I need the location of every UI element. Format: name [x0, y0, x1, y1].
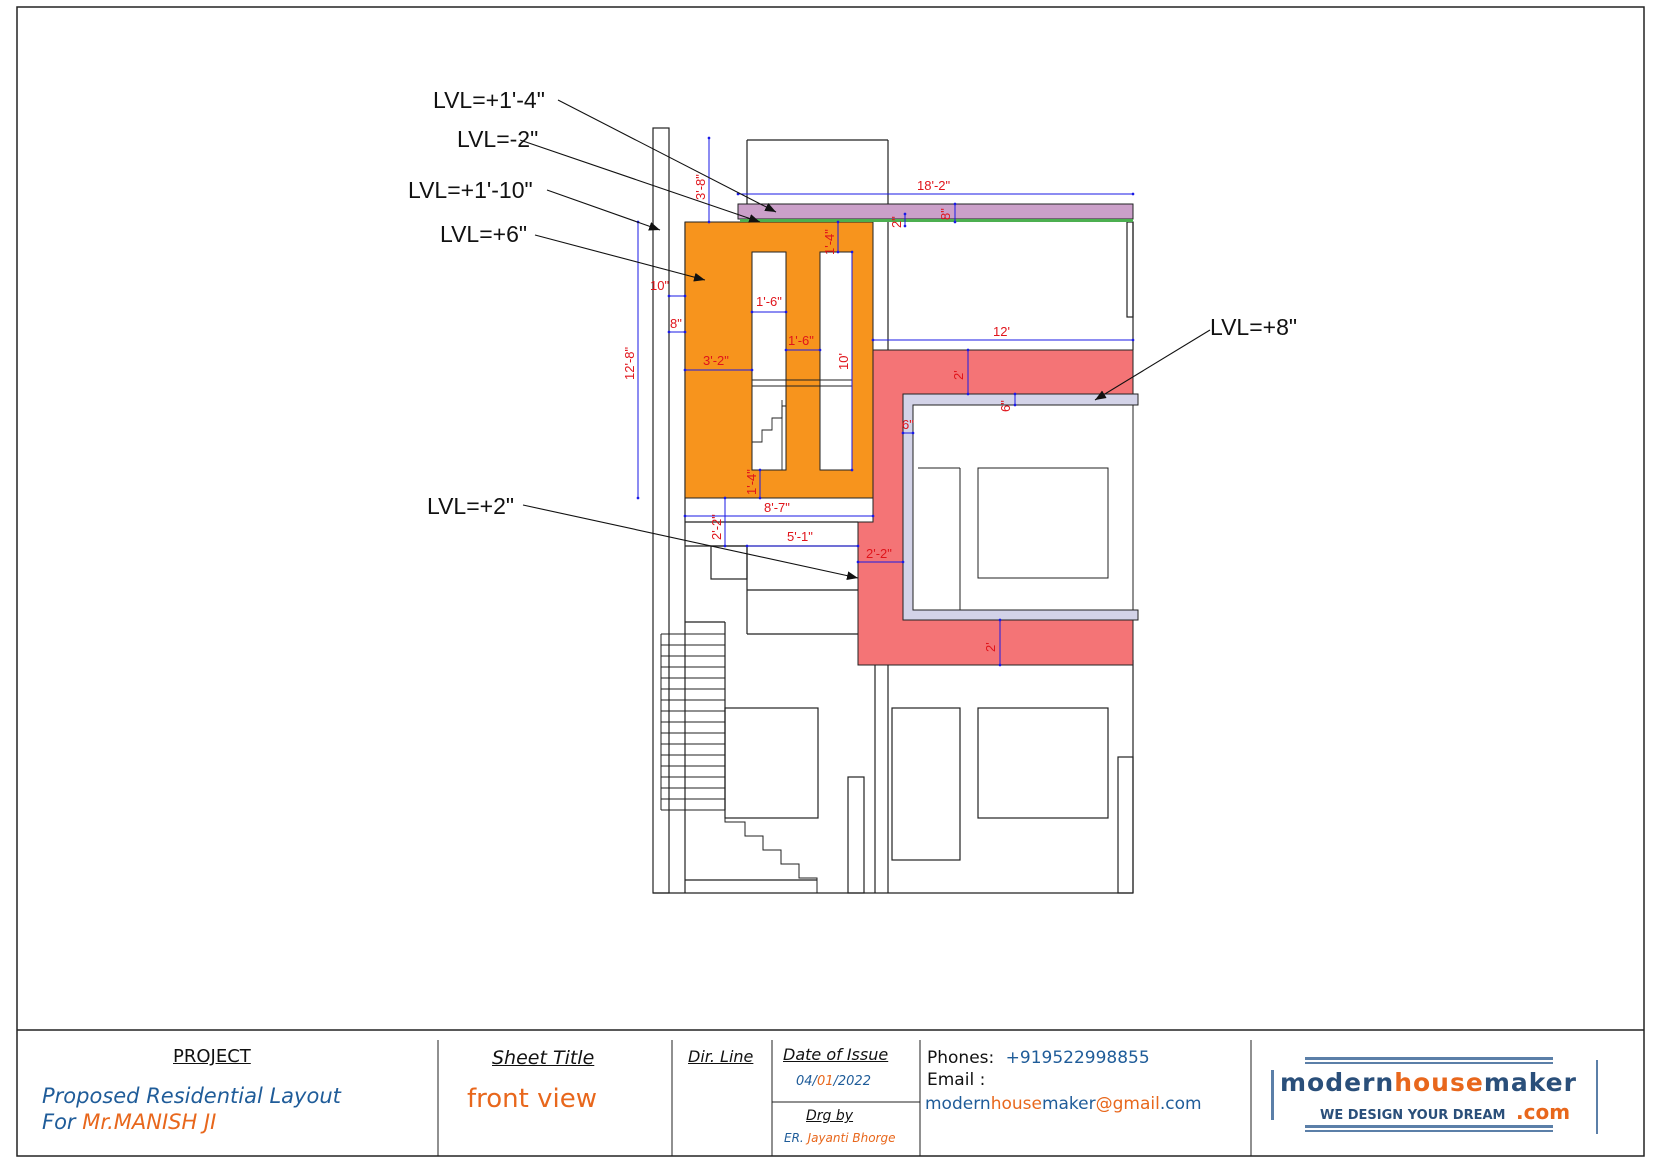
phones-row: Phones: +919522998855: [927, 1048, 1150, 1068]
phones-label: Phones:: [927, 1048, 995, 1068]
sheet-border: [16, 6, 1645, 1157]
orange-panel-openings: [751, 251, 853, 471]
email-part-modern: modern: [925, 1094, 991, 1114]
dim-1-6-b: 1'-6": [788, 333, 814, 348]
email-part-maker: maker: [1041, 1094, 1096, 1114]
lilac-top-slab: [737, 203, 1134, 220]
logo-part-house: house: [1394, 1068, 1484, 1097]
logo-part-maker: maker: [1483, 1068, 1577, 1097]
dim-1-4-b: 1'-4": [744, 469, 759, 495]
dim-3-8: 3'-8": [693, 174, 708, 200]
opening-stair-detail: [752, 379, 852, 470]
logo-wordmark: modernhousemaker: [1280, 1068, 1577, 1097]
first-floor-windows: [918, 467, 1109, 610]
dim-2ft-a: 2': [951, 370, 966, 380]
dim-12-8: 12'-8": [622, 346, 637, 380]
dim-6in-b: 6": [902, 417, 914, 432]
drawn-by-name: Jayanti Bhorge: [807, 1131, 896, 1145]
dim-1-6-a: 1'-6": [756, 294, 782, 309]
dim-2in-a: 2": [889, 216, 904, 228]
logo-tagline-row: WE DESIGN YOUR DREAM .com: [1320, 1100, 1570, 1124]
sheet-title-value: front view: [467, 1084, 597, 1114]
dir-line-label: Dir. Line: [688, 1047, 754, 1066]
logo-frame: [1271, 1057, 1598, 1134]
date-month: 01: [816, 1074, 834, 1089]
green-parapet-strip: [740, 219, 1133, 222]
project-line-2: For Mr.MANISH JI: [42, 1110, 216, 1134]
level-leaders: [519, 99, 1211, 580]
level-label-1: LVL=+1'-4": [433, 87, 545, 113]
dim-8in-a: 8": [938, 208, 953, 220]
first-floor-opening: [912, 404, 1134, 611]
level-label-5: LVL=+8": [1210, 314, 1297, 340]
date-sep-1: /: [812, 1074, 817, 1089]
drawn-by-label: Drg by: [806, 1108, 854, 1124]
level-label-3: LVL=+1'-10": [408, 177, 533, 203]
project-for-prefix: For: [42, 1110, 83, 1134]
dim-2ft-b: 2': [983, 642, 998, 652]
client-name: Mr.MANISH JI: [82, 1110, 217, 1134]
drawn-by-prefix: ER.: [784, 1131, 808, 1145]
dim-2-2-b: 2'-2": [866, 546, 892, 561]
dim-8in-b: 8": [670, 316, 682, 331]
dim-18-2: 18'-2": [917, 178, 951, 193]
title-block-dividers: [437, 1040, 1252, 1156]
email-part-com: .com: [1159, 1094, 1202, 1114]
logo-dotcom: .com: [1516, 1100, 1571, 1124]
project-line-1: Proposed Residential Layout: [42, 1084, 341, 1108]
drawn-by-value: ER. Jayanti Bhorge: [784, 1131, 895, 1145]
dimension-lines: [636, 136, 1135, 667]
date-sep-2: /: [833, 1074, 838, 1089]
logo-part-modern: modern: [1280, 1068, 1395, 1097]
dim-3-2: 3'-2": [703, 353, 729, 368]
date-day: 04: [796, 1074, 813, 1089]
dim-2-2-a: 2'-2": [709, 514, 724, 540]
date-of-issue-value: 04/01/2022: [796, 1074, 871, 1089]
dim-12ft: 12': [993, 324, 1010, 339]
sheet-title-label: Sheet Title: [492, 1047, 595, 1069]
dim-8-7: 8'-7": [764, 500, 790, 515]
logo-tagline: WE DESIGN YOUR DREAM: [1320, 1108, 1506, 1123]
project-label: PROJECT: [173, 1046, 251, 1067]
dim-10ft: 10': [836, 353, 851, 370]
level-label-6: LVL=+2": [427, 493, 514, 519]
level-label-2: LVL=-2": [457, 126, 538, 152]
dim-1-4-a: 1'-4": [822, 229, 837, 255]
email-value: modernhousemaker@gmail.com: [925, 1094, 1202, 1114]
date-of-issue-label: Date of Issue: [783, 1045, 889, 1064]
dim-10in: 10": [650, 278, 669, 293]
email-label: Email :: [927, 1070, 986, 1090]
dim-6in-a: 6": [998, 400, 1013, 412]
email-part-house: house: [990, 1094, 1042, 1114]
dim-5-1: 5'-1": [787, 529, 813, 544]
date-year: 2022: [837, 1074, 871, 1089]
phones-value: +919522998855: [1005, 1048, 1150, 1068]
level-label-4: LVL=+6": [440, 221, 527, 247]
email-part-gmail: @gmail: [1095, 1094, 1160, 1114]
